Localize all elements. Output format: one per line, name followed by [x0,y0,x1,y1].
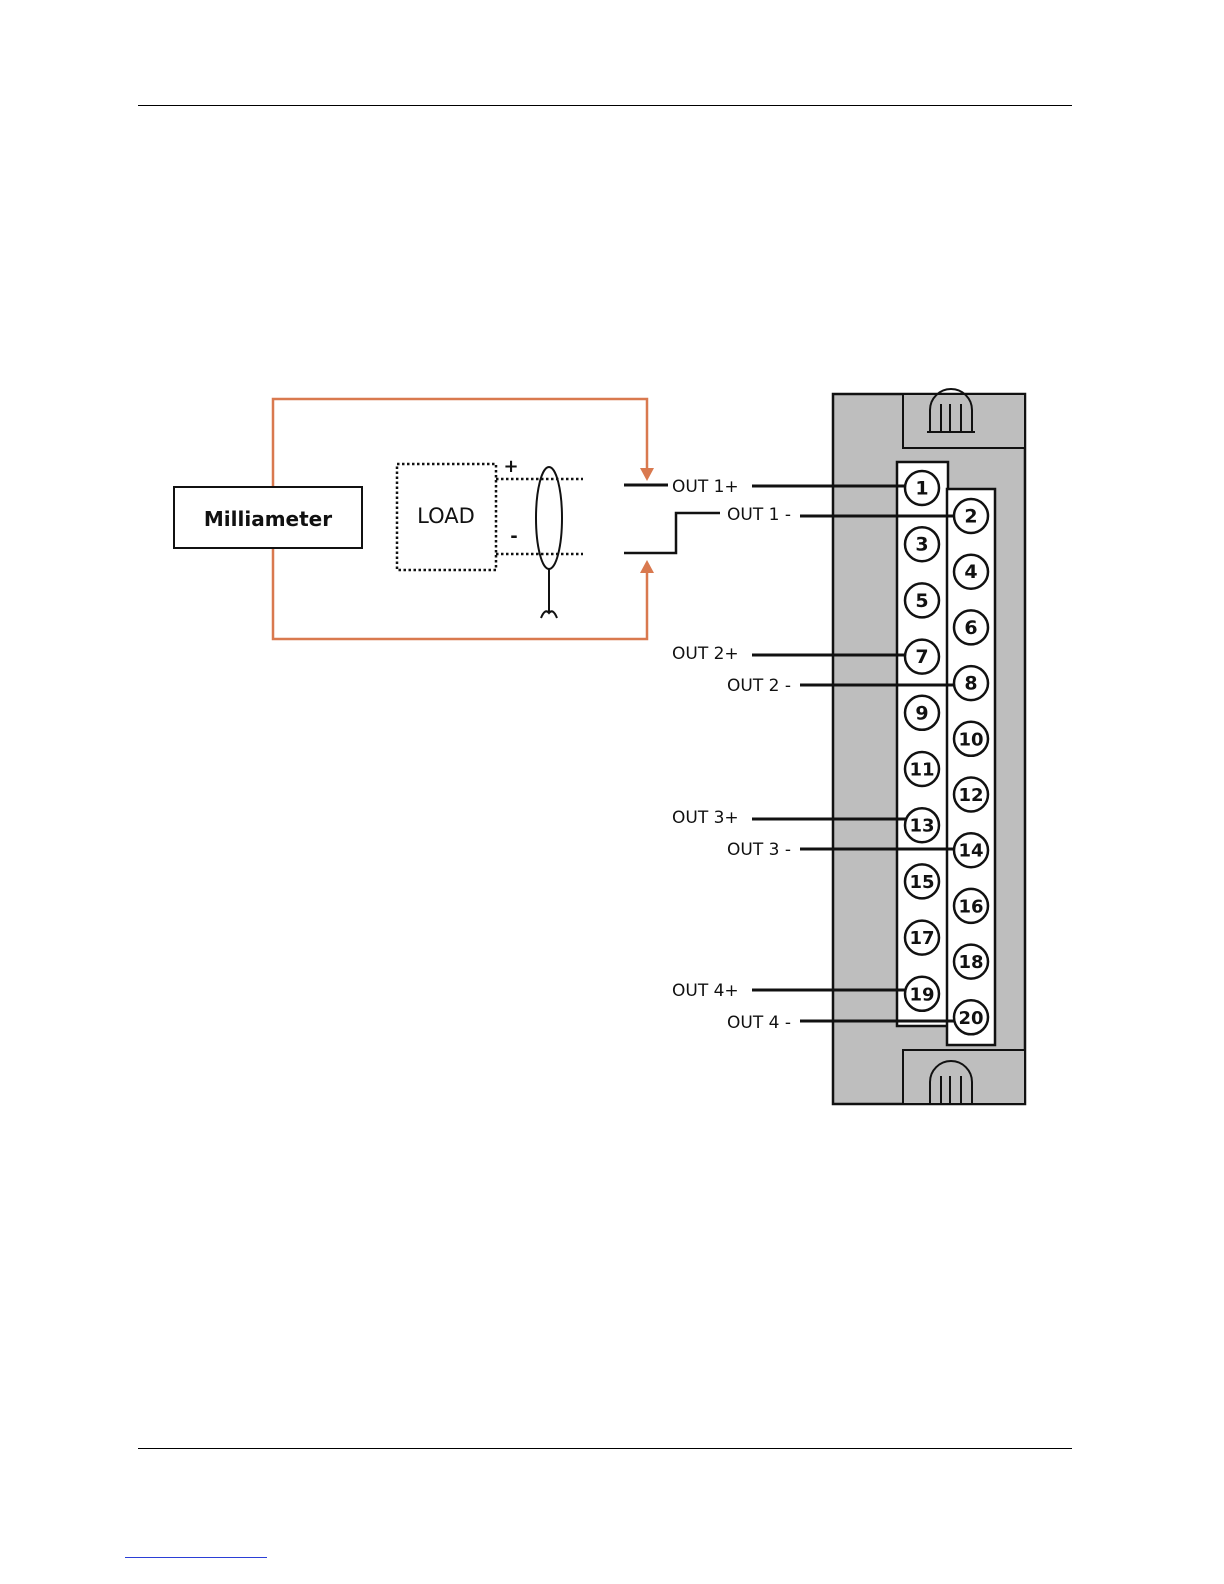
terminal-20: 20 [954,1000,988,1034]
terminal-19: 19 [905,977,939,1011]
load-box: LOAD [397,464,496,570]
terminal-number: 5 [915,590,928,612]
terminal-11: 11 [905,752,939,786]
label-out2-neg: OUT 2 - [727,676,791,696]
terminal-14: 14 [954,833,988,867]
terminal-number: 18 [958,952,983,973]
wire-out1-neg-jog [624,513,720,553]
label-out2-pos: OUT 2+ [672,644,739,664]
milliameter-label: Milliameter [204,507,332,531]
terminal-15: 15 [905,864,939,898]
output-labels: OUT 1+ OUT 1 - OUT 2+ OUT 2 - OUT 3+ OUT… [672,477,791,1033]
minus-sign: - [510,526,517,547]
terminal-number: 6 [964,617,977,639]
terminal-number: 19 [909,984,934,1005]
terminal-number: 16 [958,896,983,917]
terminal-number: 12 [958,785,983,806]
terminal-number: 11 [909,760,934,781]
terminal-9: 9 [905,696,939,730]
terminal-number: 20 [958,1008,983,1029]
terminal-number: 2 [964,506,977,528]
terminal-18: 18 [954,945,988,979]
terminal-number: 8 [964,673,977,695]
label-out3-neg: OUT 3 - [727,840,791,860]
terminal-number: 1 [915,478,928,500]
terminal-number: 4 [964,561,977,583]
terminal-3: 3 [905,527,939,561]
terminal-2: 2 [954,499,988,533]
terminal-8: 8 [954,666,988,700]
arrow-up-icon [640,560,654,573]
plus-sign: + [503,456,518,477]
footer-rule [138,1448,1072,1449]
terminal-10: 10 [954,722,988,756]
terminal-4: 4 [954,555,988,589]
shield-ground-icon [536,467,562,618]
terminal-1: 1 [905,471,939,505]
label-out3-pos: OUT 3+ [672,808,739,828]
terminal-6: 6 [954,610,988,644]
terminal-5: 5 [905,583,939,617]
terminal-number: 17 [909,928,934,949]
milliameter-box: Milliameter [174,487,362,548]
terminal-number: 15 [909,872,934,893]
label-out4-pos: OUT 4+ [672,981,739,1001]
arrow-down-icon [640,468,654,481]
footer-link-underline [125,1557,267,1558]
load-label: LOAD [417,504,475,528]
label-out1-pos: OUT 1+ [672,477,739,497]
terminal-number: 14 [958,841,983,862]
terminal-number: 9 [915,702,928,724]
terminal-number: 7 [915,646,928,668]
terminal-number: 10 [958,729,983,750]
terminal-7: 7 [905,640,939,674]
terminal-13: 13 [905,808,939,842]
terminal-17: 17 [905,921,939,955]
terminal-16: 16 [954,889,988,923]
terminal-number: 13 [909,816,934,837]
terminal-12: 12 [954,778,988,812]
label-out4-neg: OUT 4 - [727,1013,791,1033]
terminal-number: 3 [915,534,928,556]
label-out1-neg: OUT 1 - [727,505,791,525]
